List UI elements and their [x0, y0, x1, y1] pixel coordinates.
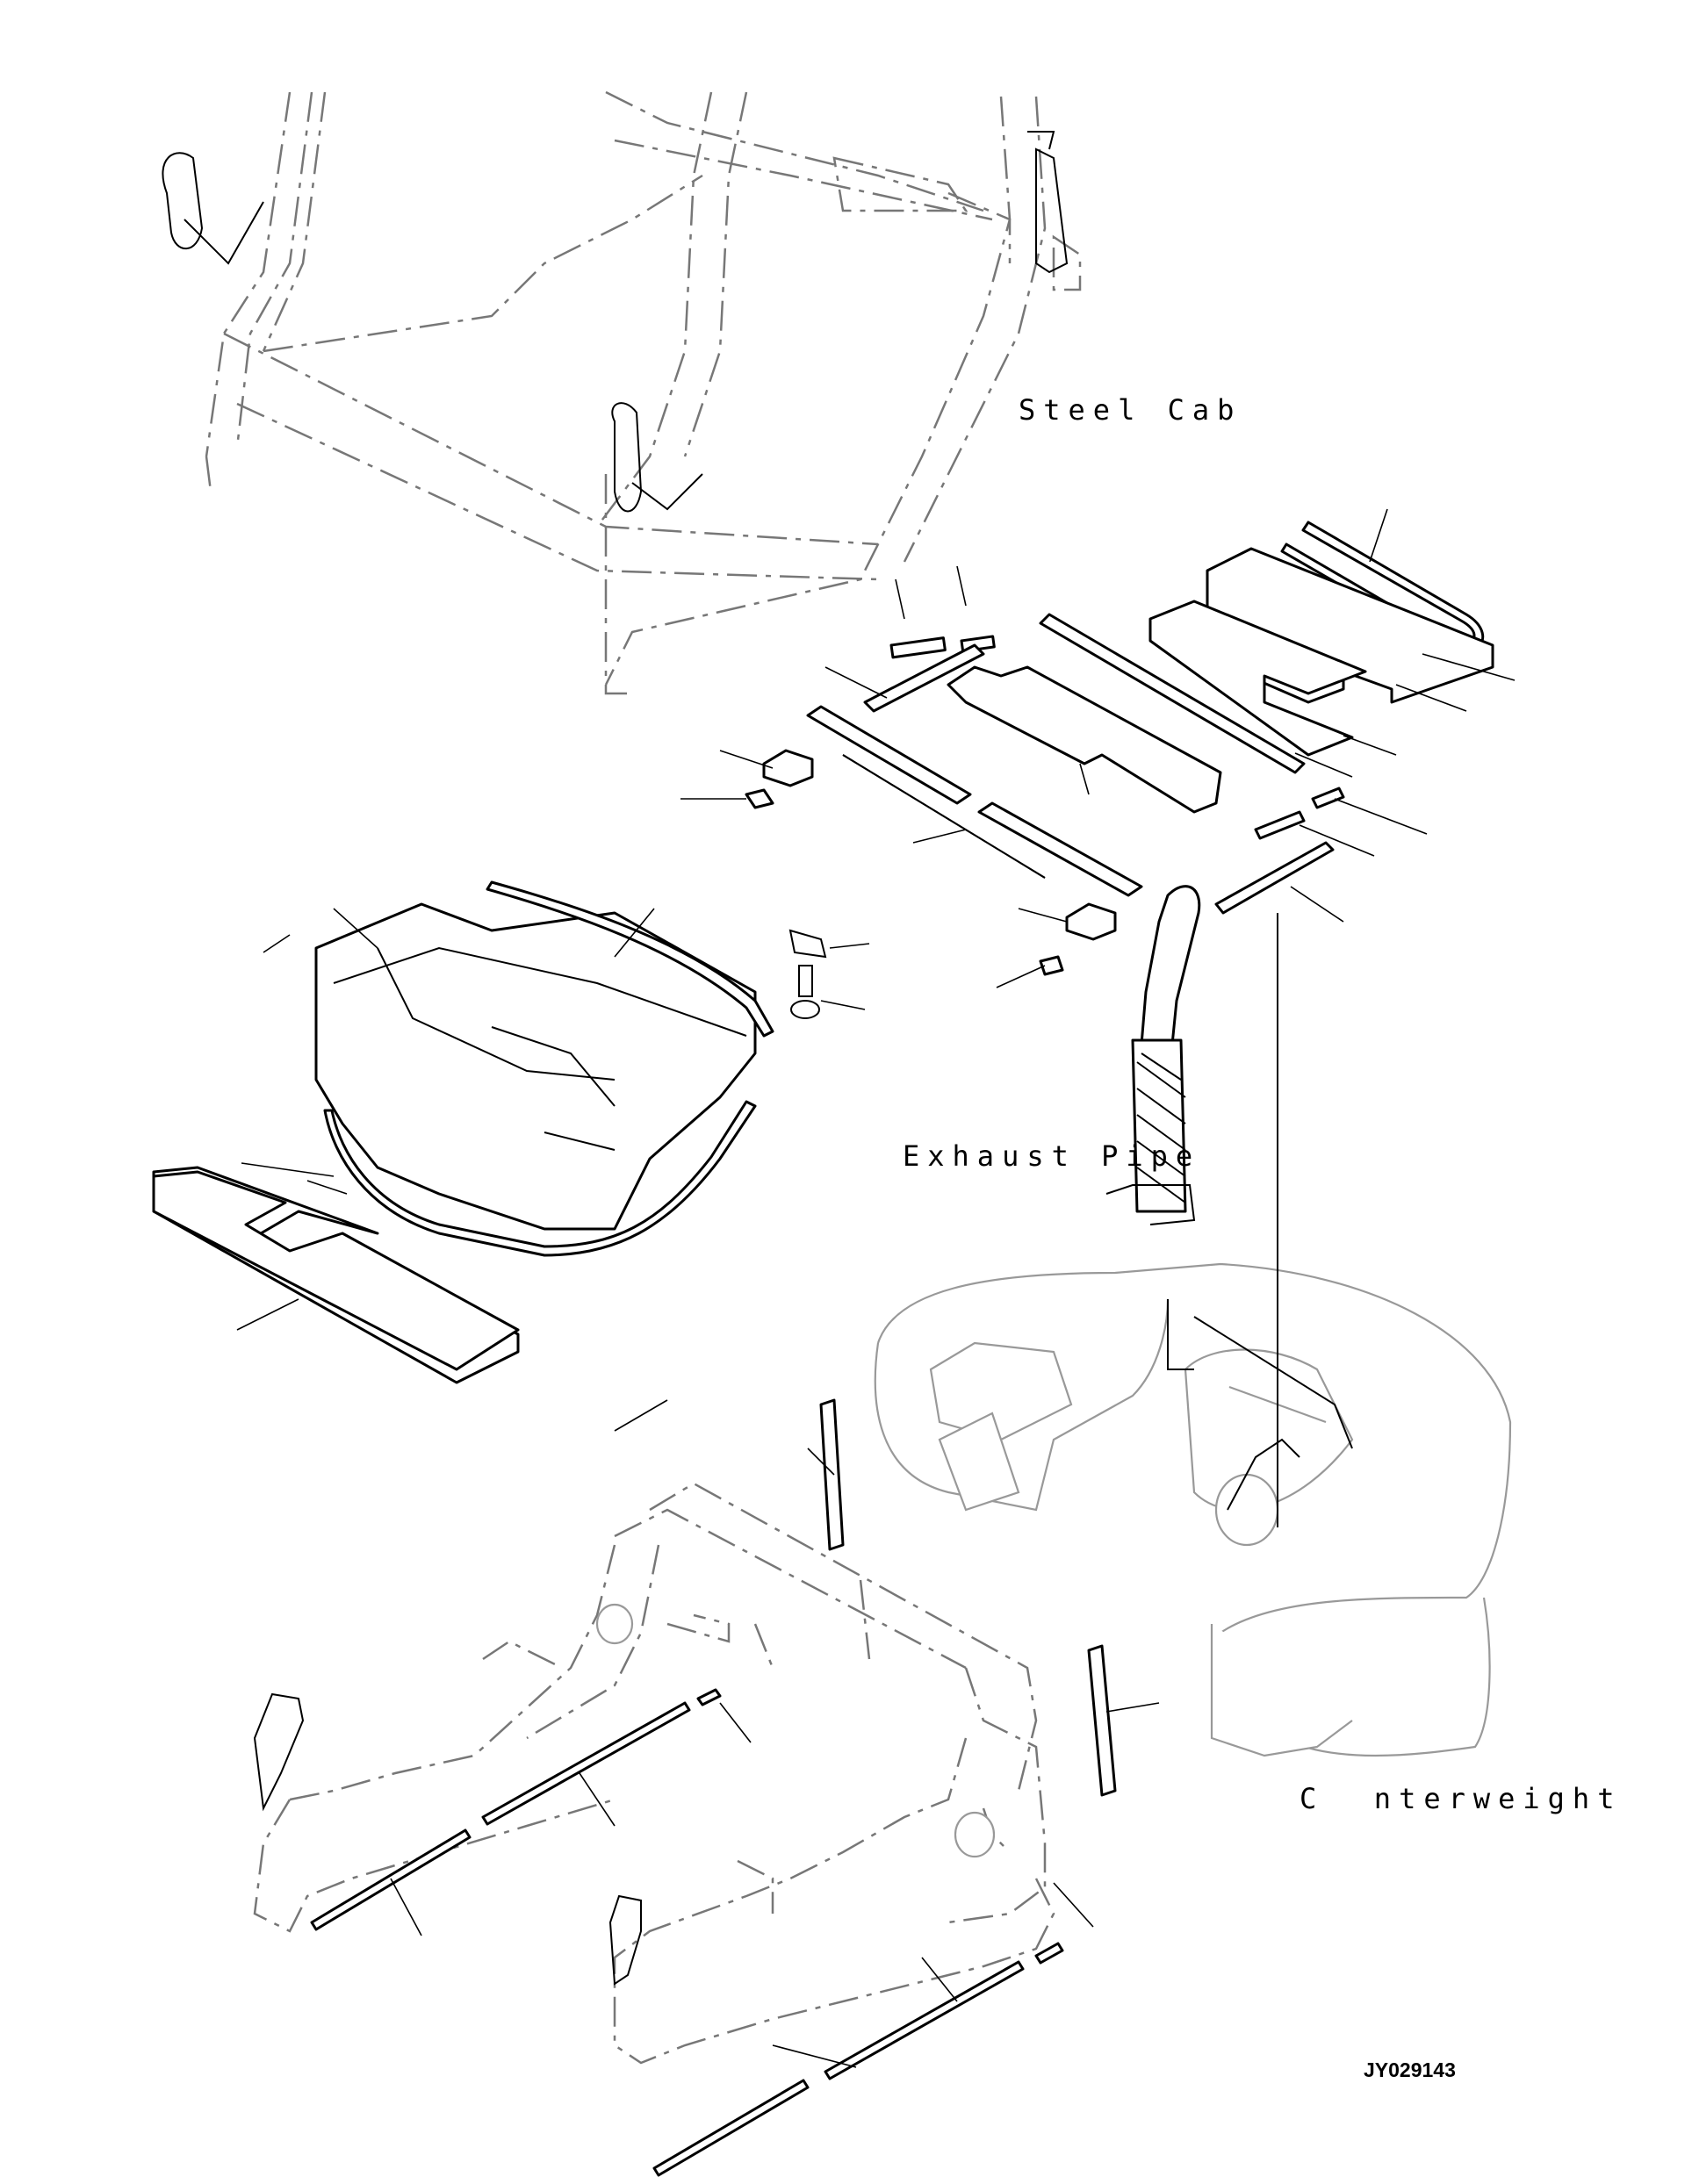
counterweight: [874, 1262, 1512, 1757]
revolving-frame: [253, 1482, 1055, 2065]
seal-parts-upper: [745, 521, 1494, 976]
drawing-code: JY029143: [1364, 2058, 1456, 2081]
leader-lines: [236, 508, 1516, 2068]
steel-cab-label: Steel Cab: [1019, 393, 1242, 427]
exhaust-pipe: [1105, 885, 1201, 1225]
steel-cab-frame: [162, 90, 1082, 695]
counterweight-label: C nterweight: [1300, 1782, 1623, 1815]
muffler-perforation: [1136, 1052, 1186, 1203]
floor-mat-assembly: [152, 880, 827, 1384]
frame-seal-bars: [310, 1398, 1117, 2177]
exhaust-pipe-label: Exhaust Pipe: [903, 1139, 1201, 1173]
